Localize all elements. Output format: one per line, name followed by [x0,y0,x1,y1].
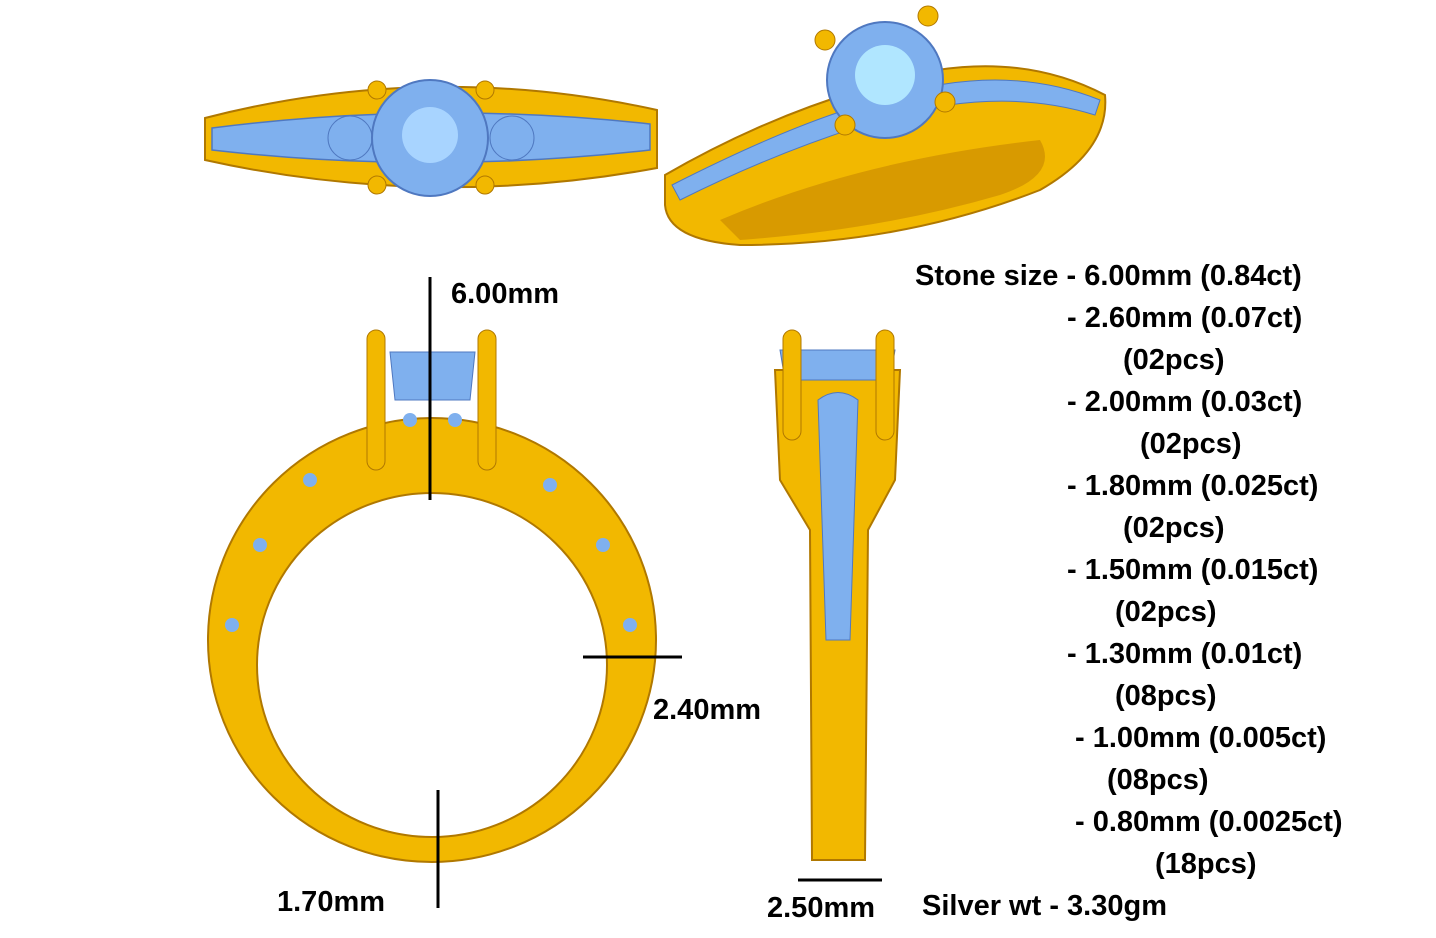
spec-line: (02pcs) [1123,512,1225,544]
ring-side-view [773,329,902,861]
spec-line: - 2.00mm (0.03ct) [1067,386,1303,418]
dimension-label-shank-width: 2.50mm [767,892,876,924]
silver-weight: Silver wt - 3.30gm [922,890,1167,922]
dimension-label-band-thickness: 1.70mm [277,886,386,918]
spec-line: - 1.80mm (0.025ct) [1067,470,1319,502]
spec-line: Stone size - 6.00mm (0.84ct) [915,260,1302,292]
dimension-label-band-width: 2.40mm [653,694,762,726]
ring-front-view [207,329,657,863]
ring-perspective-view [664,5,1107,247]
dimension-label-stone-height: 6.00mm [451,278,560,310]
spec-line: - 1.00mm (0.005ct) [1075,722,1327,754]
dimension-lines [428,277,882,908]
spec-line: - 2.60mm (0.07ct) [1067,302,1303,334]
spec-line: (18pcs) [1155,848,1257,880]
spec-line: (02pcs) [1123,344,1225,376]
ring-top-view [204,79,658,197]
spec-line: (08pcs) [1115,680,1217,712]
spec-line: - 0.80mm (0.0025ct) [1075,806,1343,838]
spec-line: (02pcs) [1115,596,1217,628]
spec-line: (08pcs) [1107,764,1209,796]
spec-line: - 1.30mm (0.01ct) [1067,638,1303,670]
spec-line: (02pcs) [1140,428,1242,460]
spec-line: - 1.50mm (0.015ct) [1067,554,1319,586]
